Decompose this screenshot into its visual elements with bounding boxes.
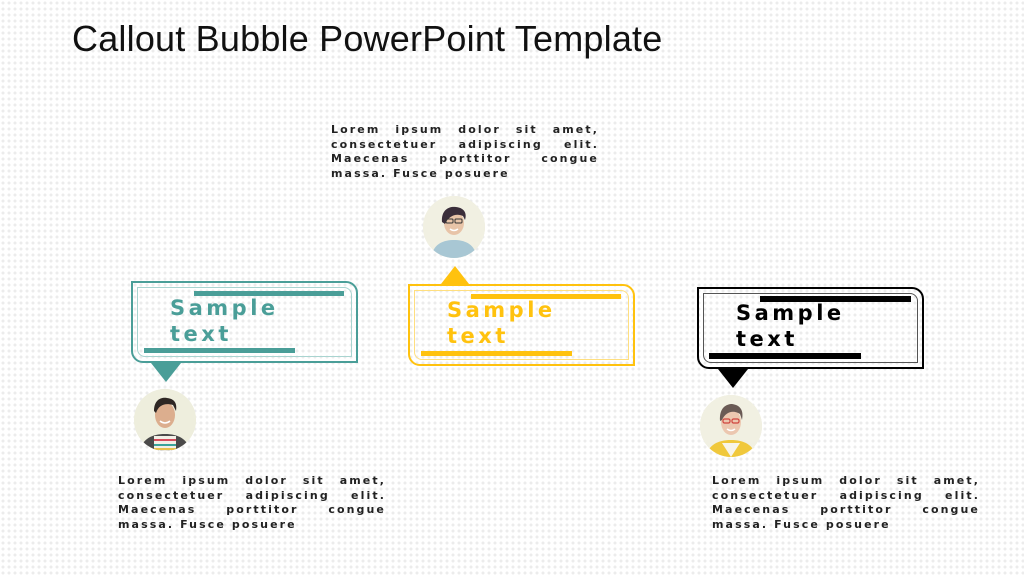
right-callout-bubble: Sample text (697, 287, 924, 369)
left-label-line1: Sample (170, 296, 279, 320)
right-description: Lorem ipsum dolor sit amet, consectetuer… (712, 474, 980, 531)
woman-glasses-denim-photo-icon (423, 196, 485, 258)
slide-title: Callout Bubble PowerPoint Template (72, 18, 663, 59)
center-description: Lorem ipsum dolor sit amet, consectetuer… (331, 123, 599, 180)
center-pointer-up (441, 266, 469, 284)
man-striped-shirt-photo-icon (134, 389, 196, 451)
left-bottom-bar (144, 348, 295, 353)
center-bottom-bar (421, 351, 572, 356)
woman-red-glasses-yellow-cardigan-photo-icon (700, 395, 762, 457)
left-callout-label: Sample text (170, 295, 279, 347)
right-bottom-bar (709, 353, 861, 359)
left-callout-bubble: Sample text (131, 281, 358, 363)
center-label-line2: text (447, 324, 509, 348)
right-top-bar (760, 296, 911, 302)
right-callout-label: Sample text (736, 300, 845, 352)
center-avatar (423, 196, 485, 258)
right-pointer-down (718, 369, 748, 388)
center-callout-label: Sample text (447, 297, 556, 349)
left-top-bar (194, 291, 344, 296)
center-callout-bubble: Sample text (408, 284, 635, 366)
center-top-bar (471, 294, 621, 299)
left-label-line2: text (170, 322, 232, 346)
left-avatar (134, 389, 196, 451)
right-label-line2: text (736, 327, 798, 351)
center-label-line1: Sample (447, 298, 556, 322)
left-description: Lorem ipsum dolor sit amet, consectetuer… (118, 474, 386, 531)
right-avatar (700, 395, 762, 457)
left-pointer-down (151, 363, 181, 382)
right-label-line1: Sample (736, 301, 845, 325)
